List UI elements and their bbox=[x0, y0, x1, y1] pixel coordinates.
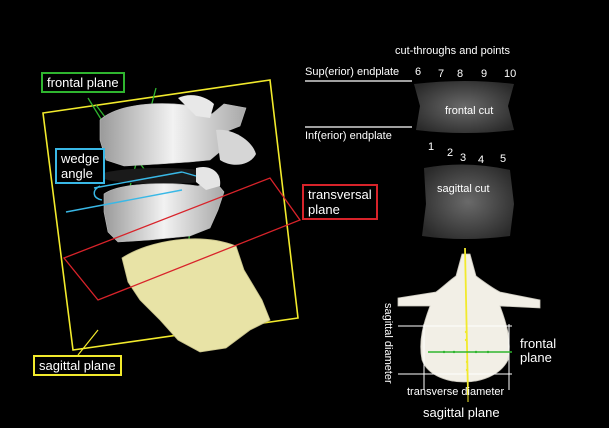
frontal-point-9: 9 bbox=[481, 68, 488, 80]
transverse-diameter-label: transverse diameter bbox=[407, 386, 505, 398]
sacrum bbox=[121, 238, 271, 353]
wedge-angle-marker bbox=[65, 171, 197, 213]
sagittal-diameter-label: sagittal diameter bbox=[382, 303, 394, 384]
frontal-point-8: 8 bbox=[457, 68, 464, 80]
sagittal-point-4: 4 bbox=[478, 154, 485, 166]
sagittal-point-1: 1 bbox=[428, 141, 435, 153]
sagittal-cut-label: sagittal cut bbox=[437, 183, 490, 195]
sagittal-cut-image bbox=[422, 164, 514, 239]
frontal-cut-label: frontal cut bbox=[445, 105, 494, 117]
frontal-plane-right-line1: frontal bbox=[520, 336, 557, 351]
frontal-plane-label: frontal plane bbox=[41, 72, 125, 93]
axial-vertebra-image bbox=[397, 253, 541, 383]
sagittal-point-2: 2 bbox=[447, 147, 454, 159]
transversal-plane-line2: plane bbox=[308, 202, 340, 217]
cut-throughs-title: cut-throughs and points bbox=[395, 45, 510, 57]
frontal-point-7: 7 bbox=[438, 68, 445, 80]
sagittal-plane-label: sagittal plane bbox=[33, 355, 122, 376]
transversal-plane-label: transversal plane bbox=[302, 184, 378, 220]
frontal-plane-right-label: frontal plane bbox=[520, 337, 556, 365]
frontal-point-6: 6 bbox=[415, 66, 422, 78]
lower-vertebra bbox=[103, 166, 225, 243]
sagittal-plane-bottom-label: sagittal plane bbox=[423, 405, 500, 420]
inferior-endplate-label: Inf(erior) endplate bbox=[305, 130, 392, 142]
wedge-angle-label: wedge angle bbox=[55, 148, 106, 184]
axial-points bbox=[442, 350, 490, 354]
sagittal-plane-pointer bbox=[77, 329, 99, 356]
sagittal-plane-frame bbox=[42, 79, 299, 351]
transversal-plane-line1: transversal bbox=[308, 187, 372, 202]
wedge-angle-line2: angle bbox=[61, 166, 93, 181]
frontal-point-10: 10 bbox=[504, 68, 517, 80]
wedge-angle-line1: wedge bbox=[61, 151, 100, 166]
sagittal-point-5: 5 bbox=[500, 153, 507, 165]
frontal-plane-right-line2: plane bbox=[520, 350, 552, 365]
sagittal-point-3: 3 bbox=[460, 152, 467, 164]
frontal-cut-image bbox=[414, 81, 514, 133]
transversal-plane-frame bbox=[62, 177, 302, 301]
superior-endplate-label: Sup(erior) endplate bbox=[305, 66, 400, 78]
axial-points-sagittal bbox=[464, 330, 469, 372]
upper-vertebra bbox=[99, 95, 256, 167]
